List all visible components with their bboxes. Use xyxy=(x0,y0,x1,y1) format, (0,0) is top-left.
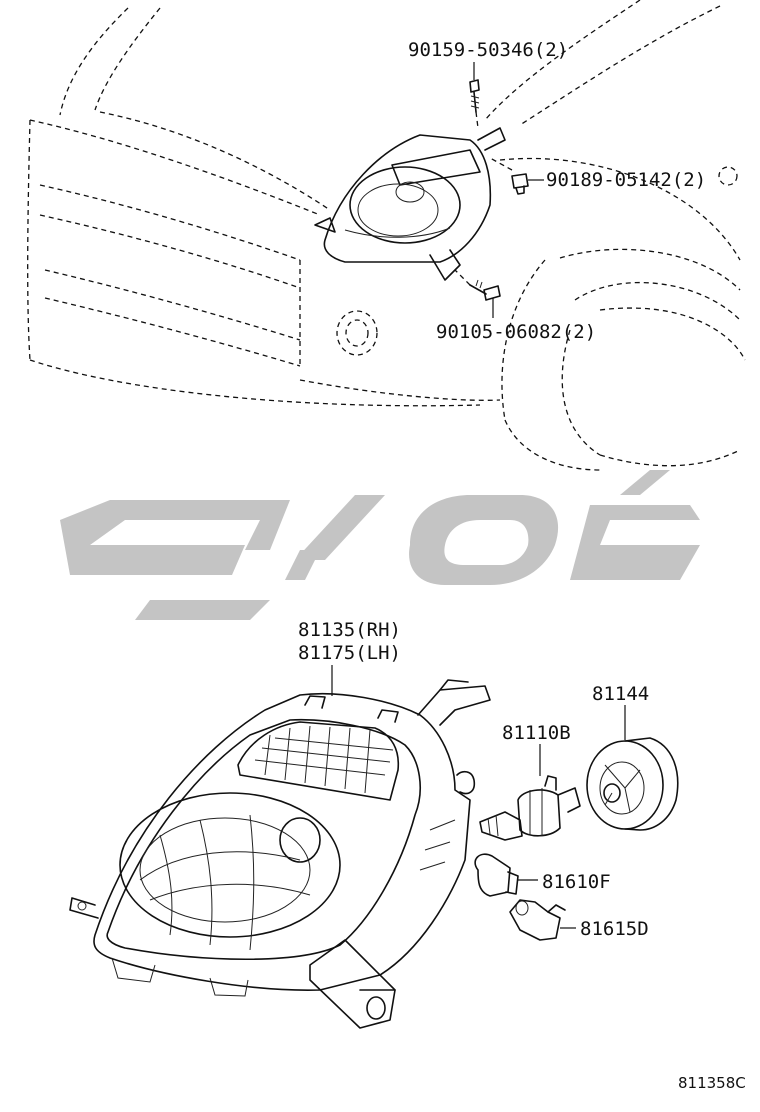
bolt-bottom-icon xyxy=(469,279,501,301)
vehicle-outline xyxy=(27,0,746,471)
bolt-top-icon xyxy=(469,79,480,113)
part-label-halogen-bulb: 81110B xyxy=(502,722,571,744)
halogen-bulb-icon xyxy=(479,775,581,841)
bulb-socket-icon xyxy=(509,899,566,941)
part-label-socket-cover: 81144 xyxy=(592,683,649,705)
watermark-logo xyxy=(60,470,700,620)
leader-clip-dash xyxy=(489,157,513,171)
leader-bolt-top-dash xyxy=(475,111,479,129)
callout-clip: 90189-05142(2) xyxy=(546,169,706,191)
assembly-lh-label: 81175(LH) xyxy=(298,642,401,664)
wedge-bulb-icon xyxy=(474,853,519,897)
headlamp-assembly xyxy=(69,679,491,1029)
clip-icon xyxy=(511,173,529,195)
leader-bolt-bottom-dash xyxy=(454,269,471,286)
assembly-rh-label: 81135(RH) xyxy=(298,619,401,641)
figure-code: 811358C xyxy=(678,1074,746,1092)
part-label-bulb-socket: 81615D xyxy=(580,918,649,940)
callout-bolt-top: 90159-50346(2) xyxy=(408,39,568,61)
part-label-wedge-bulb: 81610F xyxy=(542,871,611,893)
callout-bolt-bottom: 90105-06082(2) xyxy=(436,321,596,343)
headlamp-installed xyxy=(314,127,506,281)
socket-cover-icon xyxy=(586,737,679,831)
